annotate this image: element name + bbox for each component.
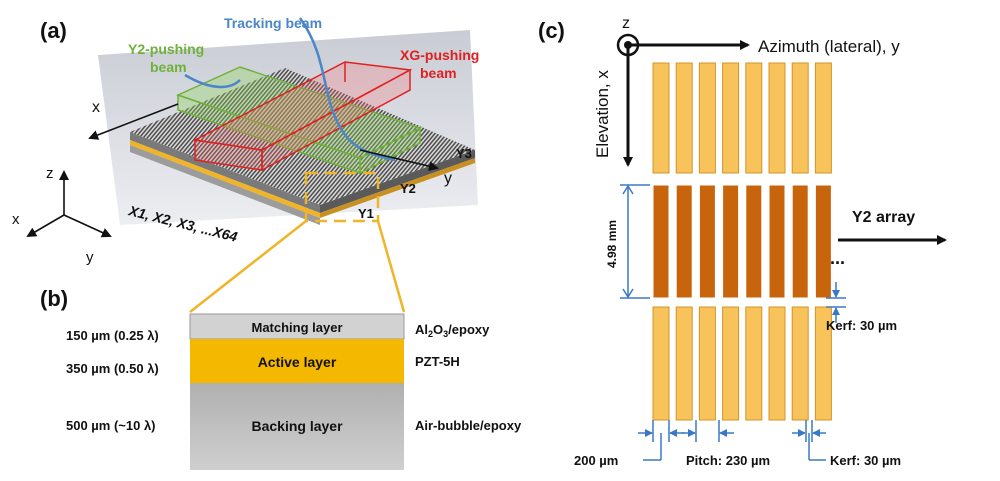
height-dimension (620, 184, 650, 299)
array-top-face (130, 68, 475, 205)
axis-x-label: x (92, 99, 100, 116)
row-bottom-element (698, 306, 716, 421)
row-top-element (814, 62, 832, 174)
matching-material: Al2O3/epoxy (415, 322, 490, 339)
row-top-element (722, 62, 740, 174)
panel-a: (a) Tracking be (12, 15, 479, 313)
active-material: PZT-5H (415, 354, 460, 369)
height-label: 4.98 mm (605, 220, 619, 268)
array-front-backing (130, 145, 320, 225)
panel-c-label: (c) (538, 18, 565, 43)
triad-y-label: y (86, 249, 94, 266)
row-top-element (745, 62, 763, 174)
row-bottom-element (652, 306, 670, 421)
row-y2-element (814, 184, 832, 299)
element-rows (652, 62, 832, 421)
pitch-label: Pitch: 230 µm (686, 453, 770, 468)
axis-y-label: y (444, 170, 452, 187)
row-top-element (698, 62, 716, 174)
array-front-face (130, 132, 320, 213)
kerf-horizontal-label: Kerf: 30 µm (830, 453, 901, 468)
active-layer (190, 339, 404, 383)
triad-z-label: z (46, 165, 54, 182)
row-top-element (768, 62, 786, 174)
xg-beam-label-1: XG-pushing (400, 47, 479, 63)
row-y2-element (675, 184, 693, 299)
width-label: 200 µm (574, 453, 618, 468)
row-y1-label: Y1 (358, 206, 374, 221)
panel-b: (b) Matching layer Active layer Backing … (40, 286, 522, 470)
row-bottom-element (745, 306, 763, 421)
kerf-vertical-dimension (826, 282, 846, 323)
triad-x-label: x (12, 211, 20, 228)
panel-a-label: (a) (40, 18, 67, 43)
array-front-pzt (130, 140, 320, 218)
row-y2-element (698, 184, 716, 299)
row-y2-label: Y2 (400, 181, 416, 196)
row-y2-element (768, 184, 786, 299)
row-y2-element (652, 184, 670, 299)
backing-material: Air-bubble/epoxy (415, 418, 522, 433)
row-bottom-element (791, 306, 809, 421)
panel-c: (c) z Azimuth (lateral), y Elevation, x … (538, 15, 947, 468)
active-layer-name: Active layer (258, 354, 337, 370)
y2-array-label: Y2 array (852, 209, 915, 226)
row-top-element (791, 62, 809, 174)
matching-thickness: 150 µm (0.25 λ) (66, 328, 159, 343)
ellipsis-label: ... (830, 248, 845, 268)
zoom-box (189, 171, 406, 313)
row-bottom-element (675, 306, 693, 421)
array-side-pzt (320, 158, 475, 218)
backing-layer-name: Backing layer (251, 418, 343, 434)
y2-pushing-beam (175, 66, 422, 175)
bottom-dimensions (638, 420, 826, 461)
azimuth-label: Azimuth (lateral), y (758, 37, 900, 56)
row-top-element (652, 62, 670, 174)
row-y2-element (745, 184, 763, 299)
row-y2-element (722, 184, 740, 299)
row-bottom-element (722, 306, 740, 421)
row-y2-element (791, 184, 809, 299)
tracking-beam-label: Tracking beam (224, 15, 322, 31)
matching-layer-name: Matching layer (251, 320, 342, 335)
coordinate-triad (26, 170, 112, 238)
kerf-vertical-label: Kerf: 30 µm (826, 318, 897, 333)
row-top-element (675, 62, 693, 174)
backing-thickness: 500 µm (~10 λ) (66, 418, 156, 433)
y2-beam-label-1: Y2-pushing (128, 41, 204, 57)
y2-beam-label-2: beam (150, 59, 187, 75)
active-thickness: 350 µm (0.50 λ) (66, 361, 159, 376)
xg-beam-label-2: beam (420, 65, 457, 81)
backing-layer (190, 383, 404, 470)
row-bottom-element (768, 306, 786, 421)
axis-x-arrow (88, 103, 179, 140)
axis-y-arrow (359, 149, 439, 172)
elevation-label: Elevation, x (593, 70, 612, 158)
row-bottom-element (814, 306, 832, 421)
row-y3-label: Y3 (456, 146, 472, 161)
panel-b-label: (b) (40, 286, 68, 311)
axis-z-label: z (622, 15, 630, 32)
